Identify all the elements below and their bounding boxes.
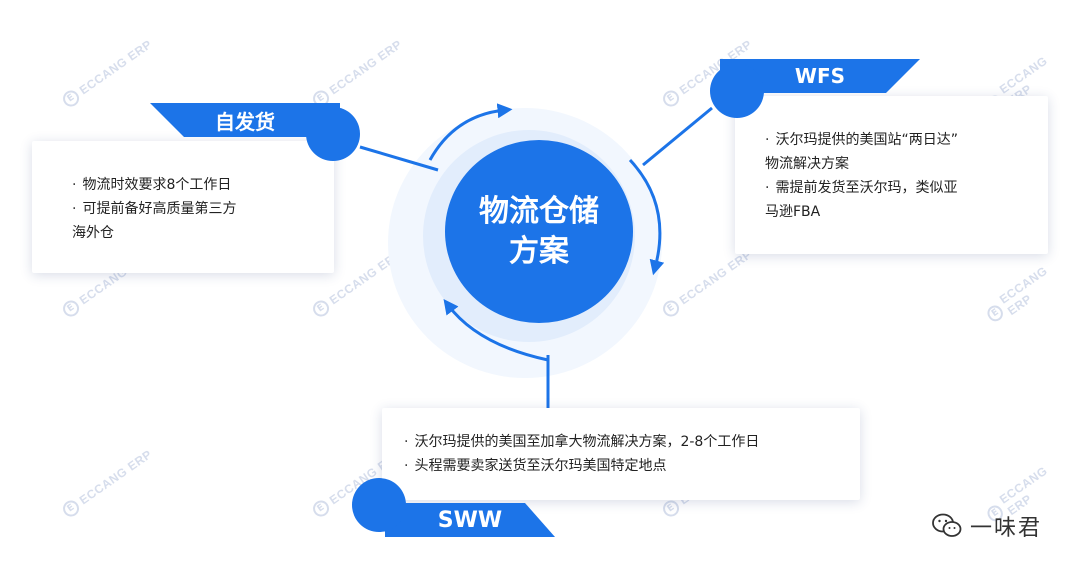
watermark-logo-icon: E (659, 497, 683, 520)
wfs-tag-label: WFS (794, 64, 846, 88)
sww-tag-label: SWW (437, 507, 503, 533)
self-ship-line: 可提前备好高质量第三方 (72, 197, 334, 221)
wfs-line: 沃尔玛提供的美国站“两日达” (765, 128, 1048, 152)
sww-line: 头程需要卖家送货至沃尔玛美国特定地点 (404, 454, 860, 478)
watermark-logo-icon: E (309, 497, 333, 520)
wechat-attribution: 一味君 (932, 510, 1042, 542)
sww-card: 沃尔玛提供的美国至加拿大物流解决方案，2-8个工作日 头程需要卖家送货至沃尔玛美… (382, 408, 860, 500)
center-title-line1: 物流仓储 (479, 193, 599, 229)
watermark-text: ECCANG ERP (996, 263, 1050, 319)
self-ship-line: 海外仓 (72, 225, 114, 241)
watermark-logo-icon: E (659, 87, 683, 110)
center-circle: 物流仓储 方案 (445, 140, 633, 323)
watermark-logo-icon: E (659, 297, 683, 320)
watermark: E ECCANG ERP (981, 249, 1079, 329)
self-ship-line: 物流时效要求8个工作日 (72, 173, 334, 197)
watermark-logo-icon: E (59, 297, 83, 320)
sww-tag: SWW (385, 503, 555, 537)
wfs-line: 需提前发货至沃尔玛，类似亚 (765, 176, 1048, 200)
self-ship-node (306, 107, 360, 161)
watermark: E ECCANG ERP (659, 246, 755, 320)
sww-node (352, 478, 406, 532)
wfs-tag: WFS (720, 59, 920, 93)
connector-line-wfs (642, 106, 713, 167)
center-title-line2: 方案 (509, 233, 569, 269)
watermark-text: ECCANG ERP (76, 447, 155, 508)
watermark-logo-icon: E (309, 297, 333, 320)
self-ship-card: 物流时效要求8个工作日 可提前备好高质量第三方 海外仓 (32, 141, 334, 273)
watermark: E ECCANG ERP (59, 36, 155, 110)
self-ship-tag: 自发货 (150, 103, 340, 137)
watermark-text: ECCANG ERP (326, 37, 405, 98)
wechat-account-name: 一味君 (970, 516, 1043, 541)
wfs-node (710, 64, 764, 118)
self-ship-tag-label: 自发货 (215, 109, 275, 134)
wfs-line: 物流解决方案 (765, 156, 849, 172)
wechat-icon (932, 513, 962, 537)
watermark-text: ECCANG ERP (996, 463, 1050, 519)
watermark: E ECCANG ERP (59, 446, 155, 520)
watermark-logo-icon: E (59, 87, 83, 110)
wfs-card: 沃尔玛提供的美国站“两日达” 物流解决方案 需提前发货至沃尔玛，类似亚 马逊FB… (735, 96, 1048, 254)
watermark-logo-icon: E (984, 302, 1007, 325)
sww-line: 沃尔玛提供的美国至加拿大物流解决方案，2-8个工作日 (404, 430, 860, 454)
watermark: E ECCANG ERP (309, 36, 405, 110)
watermark-text: ECCANG ERP (676, 247, 755, 308)
wfs-line: 马逊FBA (765, 204, 821, 220)
watermark-logo-icon: E (59, 497, 83, 520)
watermark-text: ECCANG ERP (76, 37, 155, 98)
